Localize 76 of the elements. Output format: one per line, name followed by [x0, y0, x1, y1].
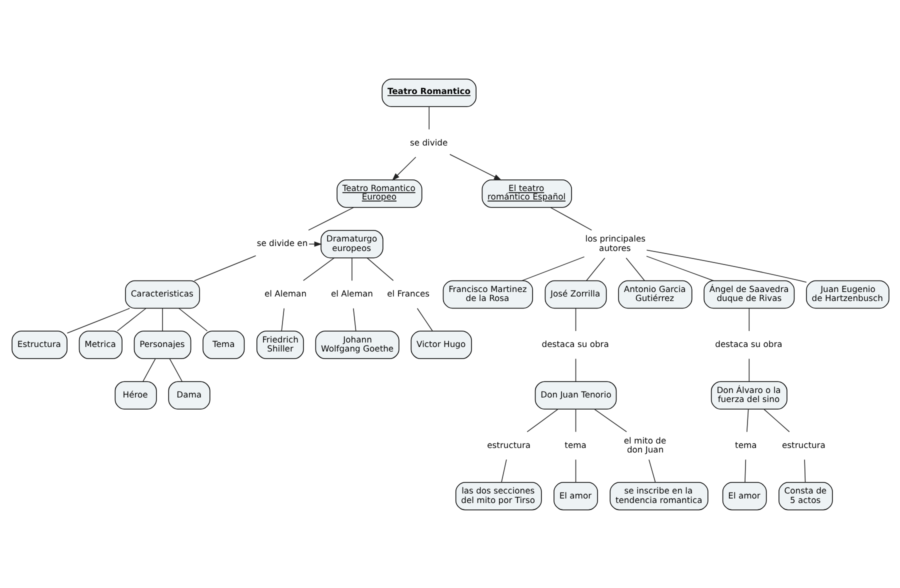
node-box: El amor: [553, 482, 598, 510]
arrow: [448, 154, 502, 180]
connector: [500, 458, 506, 482]
node-box: Francisco Martinez de la Rosa: [442, 280, 532, 308]
connector: [526, 408, 558, 432]
connector: [366, 257, 394, 280]
connector: [746, 408, 748, 432]
connector: [521, 256, 584, 281]
node-box: Teatro Romantico Europeo: [336, 179, 422, 208]
node-text: se divide: [410, 136, 448, 147]
node-box: Héroe: [114, 380, 156, 409]
node-box: Antonio Garcia Gutiérrez: [618, 280, 692, 308]
connector: [416, 307, 432, 331]
node-text: el Aleman: [330, 288, 372, 298]
node-box: Estructura: [11, 330, 67, 359]
connector: [168, 358, 182, 382]
arrow: [391, 156, 416, 180]
node-box: Tema: [202, 330, 244, 359]
node-box: las dos secciones del mito por Tirso: [454, 482, 542, 510]
node-box: Dramaturgo europeos: [320, 229, 383, 258]
node-box: se inscribe en la tendencia romantica: [609, 482, 708, 510]
node-box: Teatro Romantico: [381, 78, 476, 106]
connector: [574, 307, 576, 331]
node-box: Victor Hugo: [410, 330, 472, 359]
connector: [66, 307, 130, 334]
node-box: Don Álvaro o la fuerza del sino: [710, 380, 787, 409]
connector: [748, 358, 750, 382]
node-box: Consta de 5 actos: [778, 482, 832, 510]
connector: [763, 408, 790, 432]
node-text: el Aleman: [264, 288, 306, 298]
connector: [194, 254, 256, 281]
node-box: Personajes: [133, 330, 191, 359]
connector: [625, 257, 644, 280]
connector: [550, 206, 592, 230]
node-box: Ángel de Saavedra duque de Rivas: [703, 280, 794, 308]
node-box: El amor: [722, 482, 766, 510]
connector: [646, 255, 714, 281]
node-box: Johann Wolfgang Goethe: [314, 330, 399, 359]
connector: [280, 307, 284, 331]
connector: [142, 358, 156, 382]
connector: [804, 458, 806, 482]
node-box: Caracteristicas: [124, 280, 200, 308]
node-text: se divide en: [256, 238, 308, 248]
node-text: tema: [734, 439, 756, 450]
connector: [352, 307, 356, 331]
node-text: tema: [564, 439, 586, 450]
connector: [594, 408, 626, 432]
node-box: Juan Eugenio de Hartzenbusch: [806, 280, 889, 308]
node-box: José Zorrilla: [544, 280, 606, 308]
node-text: estructura: [782, 439, 825, 450]
node-box: El teatro romántico Español: [481, 179, 572, 208]
connector: [428, 106, 429, 130]
node-text: el mito de don Juan: [623, 434, 666, 454]
connector: [308, 206, 354, 230]
connector: [574, 358, 576, 382]
connector: [586, 257, 605, 280]
connector: [648, 458, 656, 482]
connector: [646, 249, 806, 282]
connector: [744, 458, 746, 482]
connector: [178, 307, 208, 331]
node-box: Friedrich Shiller: [256, 330, 304, 359]
connector: [574, 458, 576, 482]
node-text: el Frances: [386, 288, 430, 298]
connector: [351, 257, 352, 280]
node-box: Metrica: [78, 330, 122, 359]
arrow: [308, 240, 322, 246]
node-text: destaca su obra: [714, 338, 782, 349]
connector: [574, 408, 576, 432]
node-box: Don Juan Tenorio: [534, 380, 616, 409]
connector: [302, 257, 334, 280]
connector: [748, 307, 750, 331]
node-box: Dama: [168, 380, 210, 409]
node-text: los principales autores: [584, 233, 646, 252]
connector: [116, 307, 146, 331]
node-text: estructura: [486, 439, 530, 450]
node-text: destaca su obra: [541, 338, 608, 349]
